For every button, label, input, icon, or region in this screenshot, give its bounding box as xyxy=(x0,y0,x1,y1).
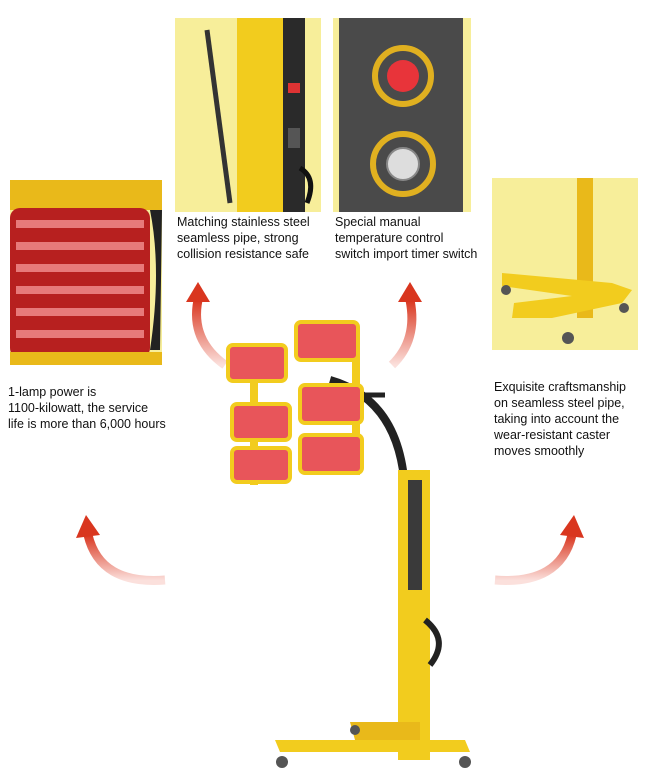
pipe-closeup-photo xyxy=(175,18,321,212)
lamp-head xyxy=(226,320,364,484)
caster-caption: Exquisite craftsmanship on seamless stee… xyxy=(494,380,627,458)
control-panel-photo xyxy=(333,18,471,212)
pipe-caption: Matching stainless steel seamless pipe, … xyxy=(177,215,310,261)
control-caption: Special manual temperature control switc… xyxy=(335,215,478,261)
lamp-closeup-photo xyxy=(10,180,162,365)
lamp-caption: 1-lamp power is 1100-kilowatt, the servi… xyxy=(8,385,166,431)
caster-base-photo xyxy=(492,178,638,350)
